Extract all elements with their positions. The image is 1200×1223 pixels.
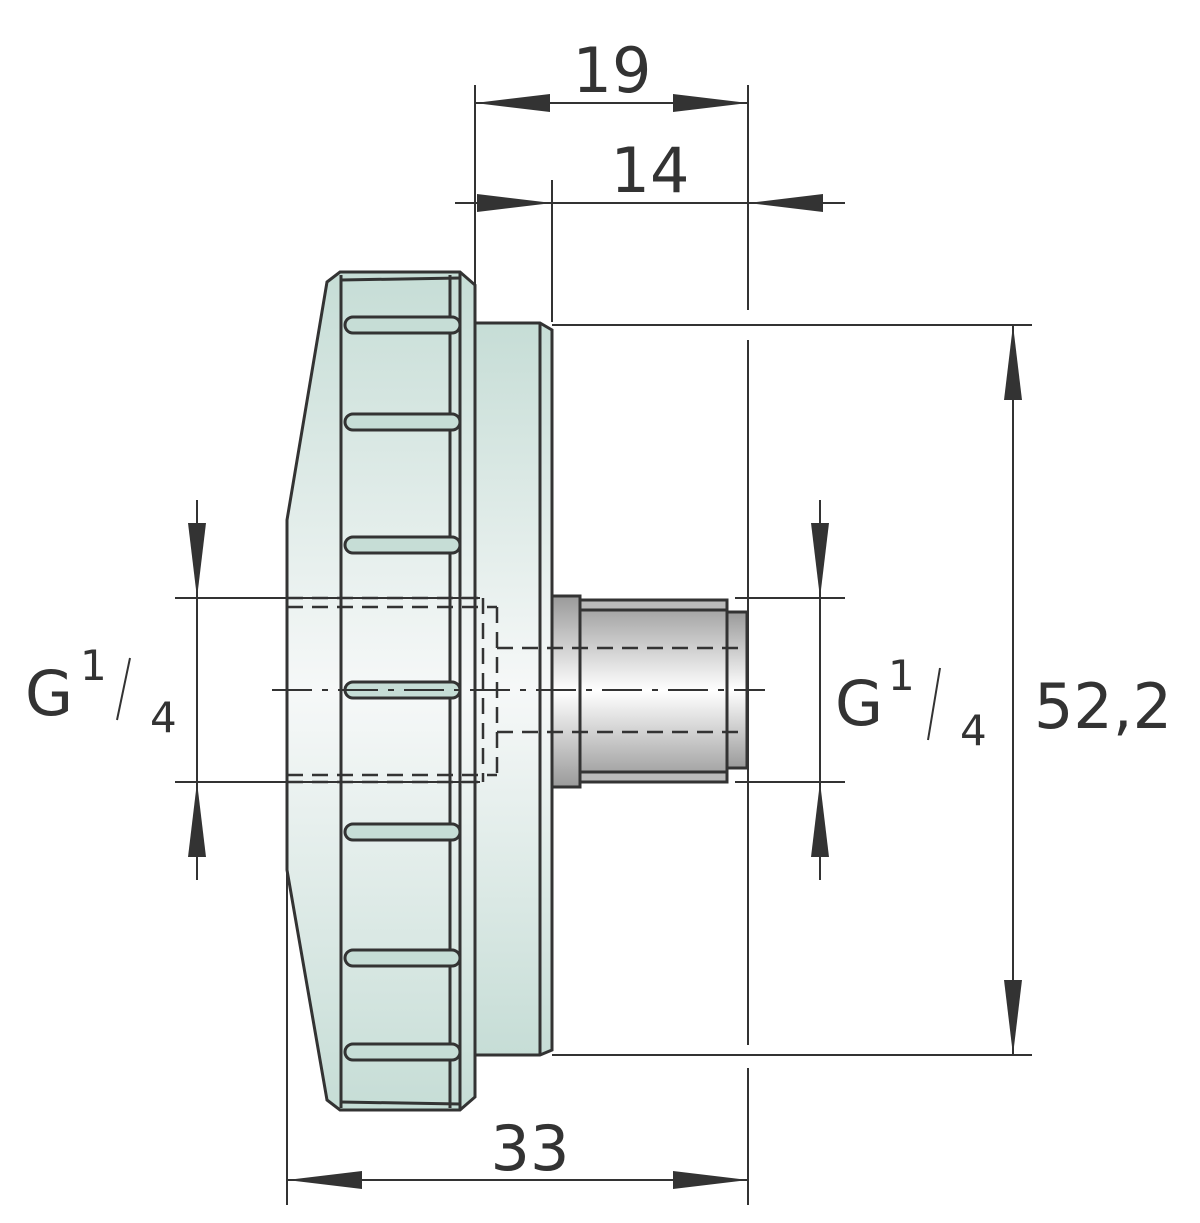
thread-letter: G [25, 657, 73, 730]
thread-letter: G [835, 667, 883, 740]
arrowhead [1004, 325, 1022, 400]
dim-14-label: 14 [611, 134, 690, 207]
arrowhead [475, 94, 550, 112]
thread-denominator: 4 [960, 706, 987, 755]
threaded-stem [550, 594, 749, 789]
thread-denominator: 4 [150, 693, 177, 742]
arrowhead [748, 194, 823, 212]
grip-slot [343, 315, 462, 335]
grip-slot [343, 1042, 462, 1062]
arrowhead [477, 194, 552, 212]
grip-slot [343, 822, 462, 842]
thread-label-left: G 1 4 [25, 641, 177, 742]
arrowhead [188, 782, 206, 857]
thread-numerator: 1 [888, 651, 915, 700]
arrowhead [287, 1171, 362, 1189]
dim-52-2-label: 52,2 [1034, 670, 1172, 743]
grip-slot [343, 412, 462, 432]
thread-label-right: G 1 4 [835, 651, 987, 755]
arrowhead [1004, 980, 1022, 1055]
arrowhead [188, 523, 206, 598]
arrowhead [673, 94, 748, 112]
arrowhead [811, 523, 829, 598]
dim-19-label: 19 [573, 34, 652, 107]
dimension-arrows [188, 94, 1022, 1189]
dim-33-label: 33 [491, 1112, 570, 1185]
grip-slots [343, 315, 462, 1062]
grip-slot [343, 948, 462, 968]
arrowhead [811, 782, 829, 857]
arrowhead [673, 1171, 748, 1189]
thread-numerator: 1 [80, 641, 107, 690]
grip-slot [343, 535, 462, 555]
